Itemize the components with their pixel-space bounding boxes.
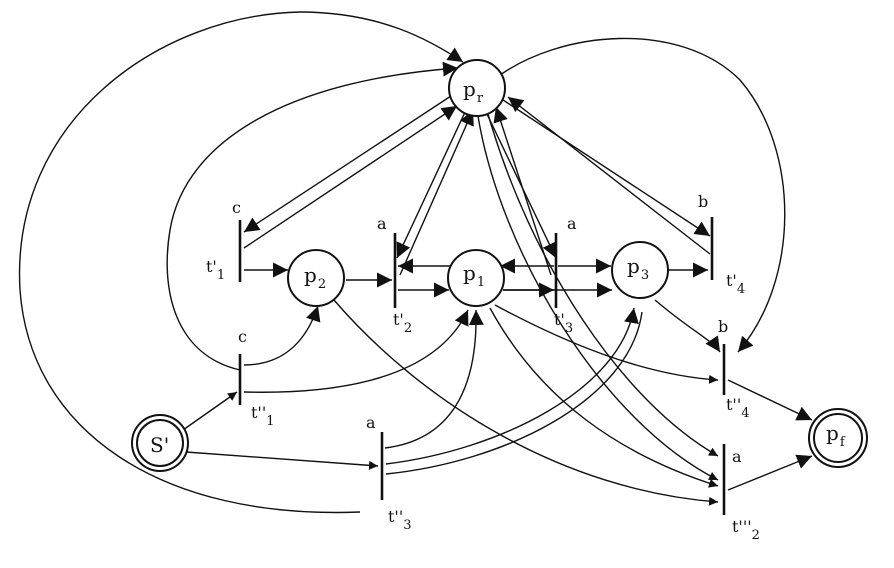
arc-s-to-t1pp [182, 391, 238, 431]
arc-t1pp-to-p2 [243, 305, 321, 366]
action-t4-prime: b [698, 192, 708, 211]
arc-t2ppp-to-pf [727, 454, 813, 491]
name-t2-prime: t'2 [393, 310, 412, 336]
place-pr [448, 59, 506, 117]
place-pf-inner [813, 413, 863, 463]
arc-t3pp-to-p3-b [385, 311, 643, 475]
arc-p1-to-t4pp [494, 304, 719, 384]
name-t1-double-prime: t''1 [251, 403, 275, 429]
name-t3-double-prime: t''3 [388, 507, 412, 533]
name-t1-prime: t'1 [206, 257, 225, 283]
arc-t2p-to-pr [399, 109, 474, 276]
place-p2 [287, 249, 345, 307]
arc-p2-to-t2ppp [333, 299, 719, 506]
action-t3-prime: a [567, 214, 577, 233]
arc-pr-to-t4pp [495, 37, 786, 353]
action-t1-double-prime: c [238, 327, 247, 346]
action-t3-double-prime: a [366, 413, 376, 432]
transition-action-labels: c c a a a b b a [232, 192, 742, 466]
arc-p1-to-t3pp-right [489, 307, 719, 488]
transitions [238, 217, 726, 515]
label-pf: pf [826, 421, 846, 450]
places [131, 59, 868, 472]
arcs [18, 11, 813, 514]
arc-t3p-to-pr [493, 106, 552, 276]
arc-t3pp-to-p1 [384, 309, 484, 449]
action-t4-double-prime: b [718, 317, 728, 336]
arc-pr-to-t2ppp [477, 115, 719, 481]
label-p2: p2 [304, 263, 326, 292]
name-t4-prime: t'4 [726, 271, 745, 297]
label-p3: p3 [627, 254, 649, 283]
transition-name-labels: t'1 t''1 t'2 t'3 t''3 t'4 t''4 t'''2 [206, 257, 760, 543]
action-t2-prime: a [377, 214, 387, 233]
label-p1: p1 [463, 261, 485, 290]
place-p3 [611, 241, 669, 299]
label-pr: pr [463, 77, 484, 106]
arc-t1pp-to-pr [166, 61, 459, 371]
arc-t1p-to-pr [243, 105, 458, 249]
arc-t1pp-to-p1 [243, 309, 469, 393]
arc-t4p-to-pr [507, 96, 711, 255]
arc-pr-to-t1p [243, 95, 452, 233]
arc-pr-to-t3pp-bottom [487, 113, 719, 457]
action-t2-triple-prime: a [732, 447, 742, 466]
arc-pr-to-t4p [499, 97, 711, 237]
arc-s-to-t3pp [185, 451, 379, 470]
arc-t4pp-to-pf [727, 379, 813, 421]
arc-t3pp-to-p3-a [385, 307, 639, 465]
arc-s-to-pr [18, 11, 464, 514]
name-t4-double-prime: t''4 [726, 395, 750, 421]
arc-p3-to-t4pp [654, 299, 721, 353]
place-p1 [447, 249, 505, 307]
name-t3-prime: t'3 [554, 310, 573, 336]
arc-pr-to-t2p [396, 109, 467, 259]
name-t2-triple-prime: t'''2 [732, 517, 760, 543]
place-start-inner [136, 419, 184, 467]
place-labels: pr p2 p1 p3 pf S' [150, 77, 846, 457]
label-start: S' [150, 433, 169, 457]
action-t1-prime: c [232, 198, 241, 217]
